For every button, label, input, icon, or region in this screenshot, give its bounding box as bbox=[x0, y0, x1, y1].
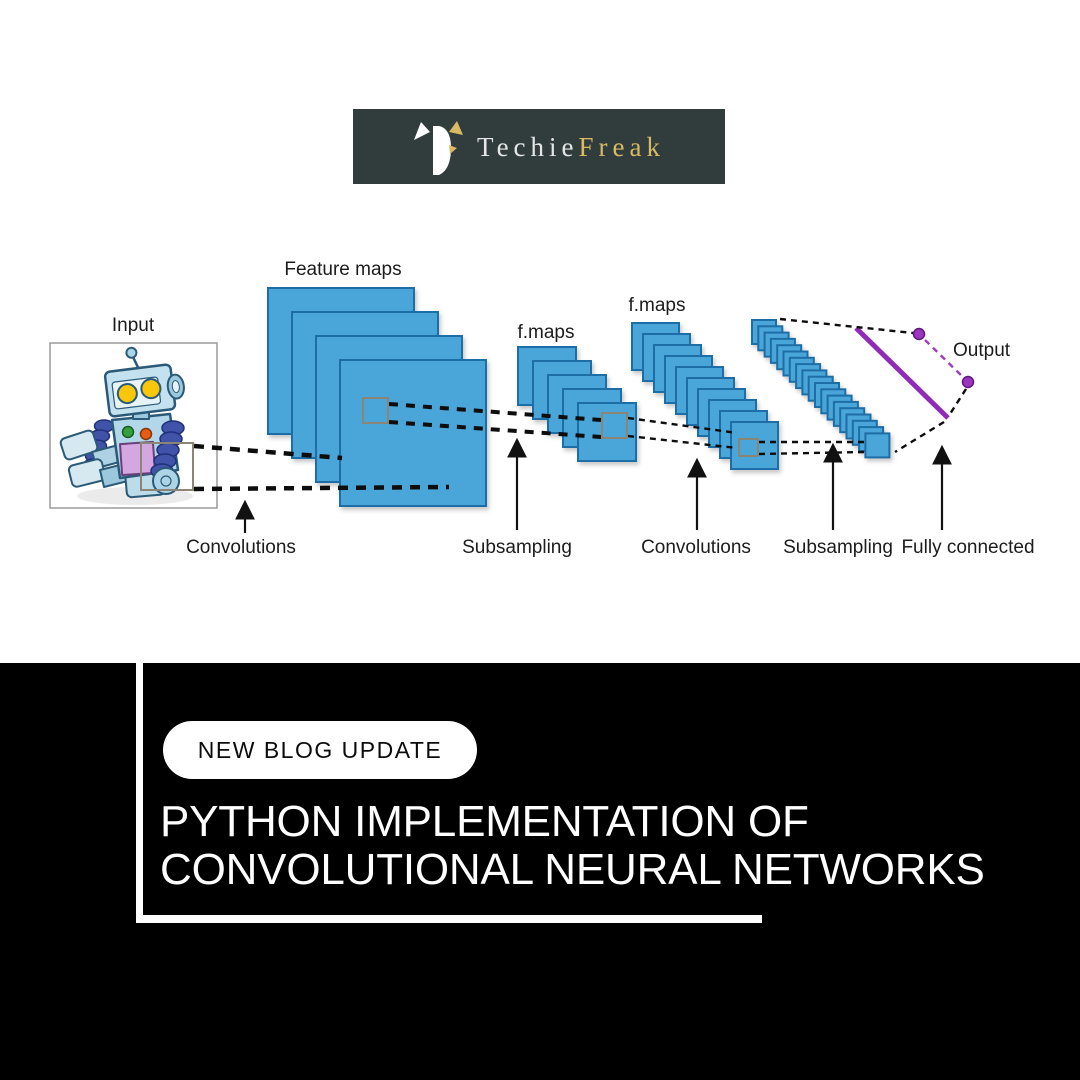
brand-logo-icon bbox=[413, 120, 463, 175]
feature-map-stack-2 bbox=[517, 346, 637, 462]
feature-map-stack-1 bbox=[267, 287, 487, 507]
frame-underline-bar bbox=[136, 915, 762, 923]
stage-label-convolutions-1: Convolutions bbox=[186, 537, 296, 558]
brand-name-primary: Techie bbox=[476, 132, 579, 162]
feature-map-stack-3 bbox=[631, 322, 779, 470]
brand-wordmark: TechieFreak bbox=[477, 130, 665, 163]
label-fmaps-3: f.maps bbox=[628, 295, 685, 316]
label-input: Input bbox=[112, 315, 155, 336]
connection-stack-to-output bbox=[779, 317, 914, 335]
stage-label-convolutions-2: Convolutions bbox=[641, 537, 751, 558]
stage-label-fully-connected: Fully connected bbox=[901, 537, 1034, 558]
new-blog-badge: NEW BLOG UPDATE bbox=[163, 721, 477, 779]
projection-input-to-l1 bbox=[193, 443, 343, 461]
post-title-line1: PYTHON IMPLEMENTATION OF bbox=[160, 797, 809, 846]
brand-banner: TechieFreak bbox=[353, 109, 725, 184]
kernel-l2 bbox=[601, 412, 628, 439]
receptive-field-input bbox=[140, 442, 194, 491]
stage-label-subsampling-1: Subsampling bbox=[462, 537, 572, 558]
label-feature-maps: Feature maps bbox=[284, 259, 401, 280]
stage-label-subsampling-2: Subsampling bbox=[783, 537, 893, 558]
cnn-architecture-diagram: Input Feature maps f.maps f.maps Output … bbox=[49, 259, 1035, 558]
projection-l2-to-l3 bbox=[627, 416, 738, 435]
brand-name-secondary: Freak bbox=[578, 132, 666, 162]
post-title: PYTHON IMPLEMENTATION OF CONVOLUTIONAL N… bbox=[160, 798, 1060, 894]
post-title-line2: CONVOLUTIONAL NEURAL NETWORKS bbox=[160, 845, 985, 894]
new-blog-badge-label: NEW BLOG UPDATE bbox=[197, 736, 443, 763]
fully-connected-layer-line bbox=[854, 326, 950, 420]
label-fmaps-2: f.maps bbox=[517, 322, 574, 343]
projection-l2-to-l3b bbox=[627, 434, 738, 450]
projection-input-to-l1b bbox=[193, 484, 450, 492]
projection-l1-to-l2b bbox=[388, 420, 602, 439]
output-node-1 bbox=[912, 327, 926, 341]
output-node-2 bbox=[961, 375, 975, 389]
kernel-l1 bbox=[362, 397, 389, 424]
robot-illustration bbox=[59, 346, 193, 505]
connection-fc-to-stack bbox=[894, 420, 945, 454]
label-output: Output bbox=[953, 340, 1011, 361]
frame-vertical-bar bbox=[136, 663, 143, 923]
connection-output-nodes bbox=[924, 339, 964, 378]
kernel-l3 bbox=[738, 438, 759, 457]
connection-output-to-fc bbox=[948, 388, 968, 415]
feature-map-stack-4 bbox=[751, 319, 891, 459]
projection-l1-to-l2 bbox=[388, 402, 602, 422]
